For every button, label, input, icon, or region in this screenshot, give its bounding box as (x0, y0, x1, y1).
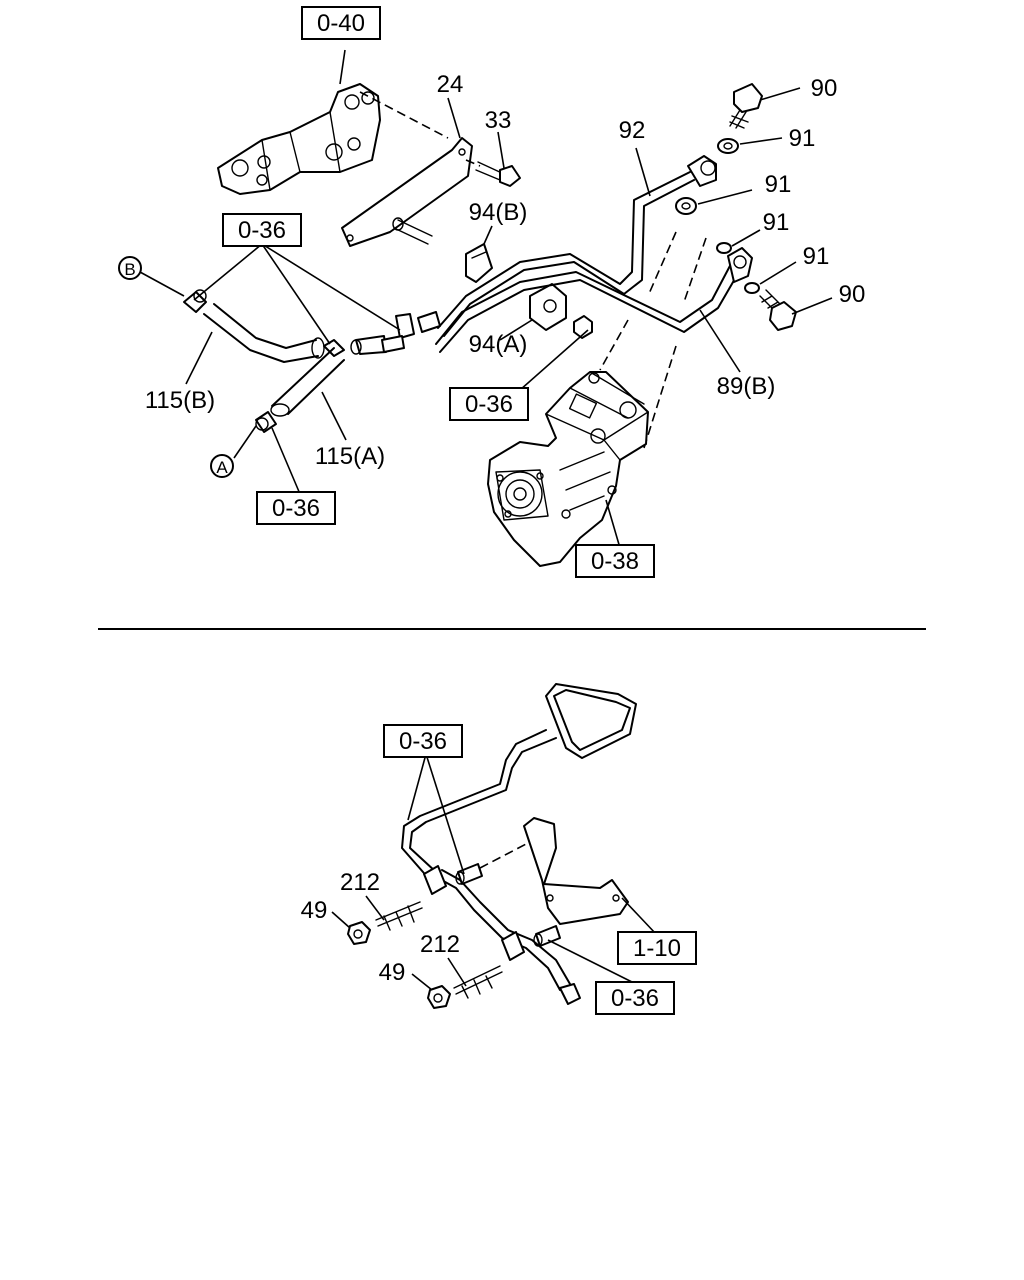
washer-middle (675, 197, 697, 215)
callout-90-upper: 90 (811, 75, 838, 102)
callout-115a: 115(A) (315, 443, 385, 470)
pipe-lower (401, 683, 637, 1005)
svg-text:0-40: 0-40 (317, 10, 365, 37)
callout-94b: 94(B) (469, 199, 528, 226)
mounting-bracket (217, 83, 381, 195)
callout-94a: 94(A) (469, 331, 528, 358)
ref-box-0-40: 0-40 (301, 6, 381, 40)
ref-box-0-36-d: 0-36 (383, 724, 463, 758)
callout-89b: 89(B) (717, 373, 776, 400)
banjo-bolt-lower (759, 289, 797, 331)
nut-upper (347, 921, 371, 945)
pipe-89b (435, 247, 753, 353)
rubber-cushion-lower (501, 931, 525, 961)
svg-text:0-36: 0-36 (399, 728, 447, 755)
callout-91-a: 91 (789, 125, 816, 152)
callout-91-b: 91 (765, 171, 792, 198)
washer-right (716, 242, 732, 254)
svg-text:B: B (124, 260, 135, 279)
callout-91-c: 91 (763, 209, 790, 236)
callout-24: 24 (437, 71, 464, 98)
bolt-upper (375, 901, 423, 931)
bolt-lower (453, 965, 503, 999)
callout-33: 33 (485, 107, 512, 134)
svg-text:0-36: 0-36 (272, 495, 320, 522)
hose-115a (255, 347, 345, 433)
ref-box-1-10: 1-10 (617, 931, 697, 965)
svg-text:0-38: 0-38 (591, 548, 639, 575)
callout-91-d: 91 (803, 243, 830, 270)
spacer-sleeve-2 (533, 925, 561, 947)
svg-text:0-36: 0-36 (611, 985, 659, 1012)
connector-a: A (210, 454, 234, 478)
stud (392, 217, 433, 245)
hose-115b (183, 289, 345, 363)
callout-212-lower: 212 (420, 931, 460, 958)
callout-115b: 115(B) (145, 387, 215, 414)
svg-text:0-36: 0-36 (465, 391, 513, 418)
ref-box-0-36-b: 0-36 (449, 387, 529, 421)
washer-upper (717, 138, 739, 154)
nut (573, 315, 593, 339)
callout-49-lower: 49 (379, 959, 406, 986)
connector-b: B (118, 256, 142, 280)
ref-box-0-36-e: 0-36 (595, 981, 675, 1015)
pipe-fittings (350, 311, 441, 355)
bolt-33 (475, 161, 521, 187)
rubber-cushion-upper (423, 865, 447, 895)
callout-92: 92 (619, 117, 646, 144)
svg-text:0-36: 0-36 (238, 217, 286, 244)
ref-box-0-38: 0-38 (575, 544, 655, 578)
washer-lower (744, 282, 760, 294)
nut-lower (427, 985, 451, 1009)
callout-212-upper: 212 (340, 869, 380, 896)
svg-text:1-10: 1-10 (633, 935, 681, 962)
bracket-lower (523, 817, 629, 925)
pipe-92 (437, 155, 717, 337)
ref-box-0-36-a: 0-36 (222, 213, 302, 247)
clip-94a (529, 283, 567, 331)
svg-text:A: A (216, 458, 228, 477)
callout-90-lower: 90 (839, 281, 866, 308)
spacer-sleeve (455, 863, 483, 885)
callout-49-upper: 49 (301, 897, 328, 924)
banjo-bolt-upper (729, 83, 763, 129)
air-compressor (487, 371, 649, 567)
ref-box-0-36-c: 0-36 (256, 491, 336, 525)
clip-94b (465, 243, 493, 283)
